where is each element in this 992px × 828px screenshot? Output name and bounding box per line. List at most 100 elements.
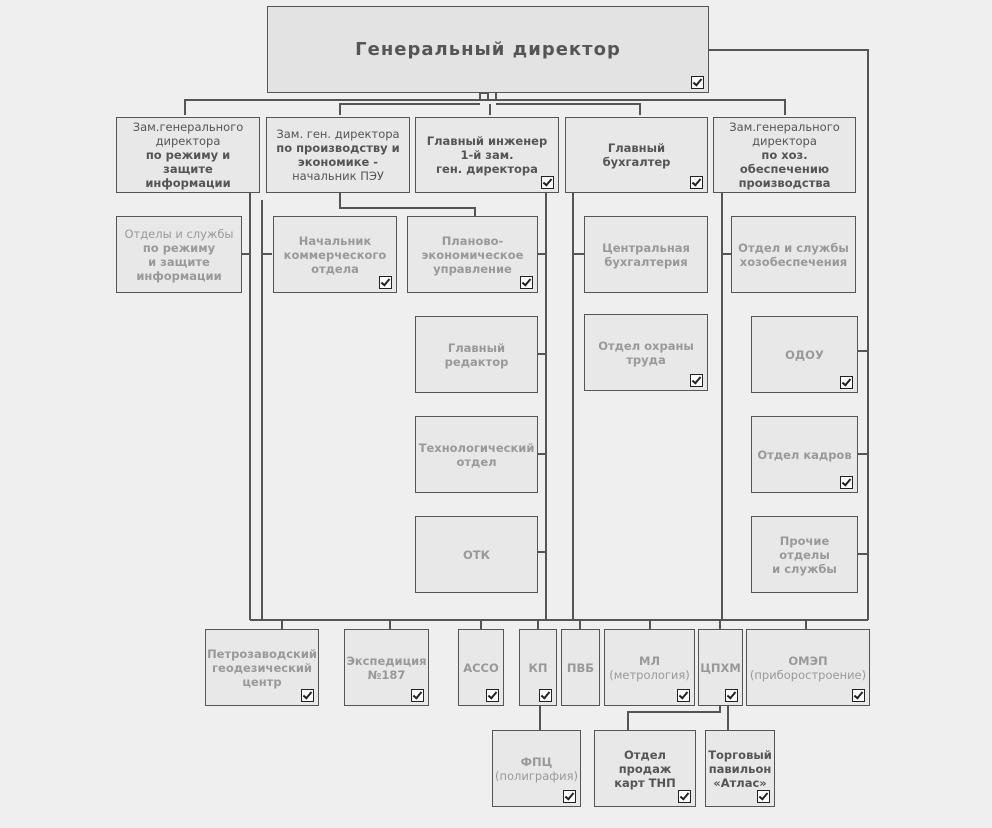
deputy-line: Зам.генерального: [729, 120, 840, 134]
unit-line: карт ТНП: [614, 775, 676, 790]
unit-pvb[interactable]: ПВБ: [561, 629, 600, 706]
unit-line: ОТК: [462, 547, 491, 562]
unit-pgc[interactable]: Петрозаводский геодезический центр: [205, 629, 319, 706]
unit-line: отдел: [456, 454, 497, 469]
checkbox-icon[interactable]: [486, 689, 499, 702]
checkbox-icon[interactable]: [852, 689, 865, 702]
unit-line: информации: [136, 268, 222, 283]
deputy-line: ген. директора: [436, 162, 538, 176]
unit-line: ОМЭП: [788, 653, 828, 668]
deputy-line: экономике -: [297, 155, 379, 169]
unit-cphm[interactable]: ЦПХМ: [698, 629, 743, 706]
unit-expedition[interactable]: Экспедиция №187: [344, 629, 429, 706]
ceo-box[interactable]: Генеральный директор: [267, 6, 709, 93]
checkbox-icon[interactable]: [379, 276, 392, 289]
deputy-line: бухгалтер: [602, 155, 671, 169]
unit-line: по режиму: [142, 240, 216, 255]
unit-line: Петрозаводский: [207, 646, 317, 661]
unit-line: «Атлас»: [713, 775, 767, 790]
checkbox-icon[interactable]: [520, 276, 533, 289]
deputy-chief-accountant[interactable]: Главный бухгалтер: [565, 117, 708, 193]
deputy-production[interactable]: Зам. ген. директора по производству и эк…: [266, 117, 410, 193]
unit-line: Главный: [447, 340, 506, 355]
deputy-line: директора: [752, 134, 817, 148]
deputy-line: по производству и: [276, 141, 400, 155]
checkbox-icon[interactable]: [677, 689, 690, 702]
checkbox-icon[interactable]: [301, 689, 314, 702]
unit-hr[interactable]: Отдел кадров: [751, 416, 858, 493]
deputy-line: информации: [145, 176, 231, 190]
unit-line: Отдел кадров: [757, 447, 852, 462]
unit-line: Отделы и службы: [124, 226, 234, 241]
unit-labor-safety[interactable]: Отдел охраны труда: [584, 314, 708, 391]
unit-central-accounting[interactable]: Центральная бухгалтерия: [584, 216, 708, 293]
unit-line: Центральная: [602, 240, 690, 255]
unit-line: отдела: [311, 261, 359, 276]
checkbox-icon[interactable]: [840, 376, 853, 389]
unit-line: ЦПХМ: [700, 660, 741, 675]
checkbox-icon[interactable]: [691, 76, 704, 89]
deputy-line: начальник ПЭУ: [292, 169, 384, 183]
unit-line: Прочие отделы: [779, 533, 830, 562]
unit-line: Планово-: [441, 233, 504, 248]
checkbox-icon[interactable]: [411, 689, 424, 702]
unit-ml[interactable]: МЛ (метрология): [604, 629, 695, 706]
unit-line: МЛ: [639, 653, 660, 668]
checkbox-icon[interactable]: [690, 176, 703, 189]
unit-line: хозобеспечения: [739, 254, 848, 269]
unit-household[interactable]: Отдел и службы хозобеспечения: [731, 216, 856, 293]
unit-line: и службы: [772, 561, 837, 576]
unit-line: АССО: [463, 660, 499, 675]
unit-line: Отдел продаж: [618, 747, 672, 776]
unit-line: Технологический: [418, 440, 535, 455]
unit-line: Отдел и службы: [738, 240, 849, 255]
checkbox-icon[interactable]: [563, 790, 576, 803]
unit-line: ПВБ: [566, 660, 595, 675]
unit-sales[interactable]: Отдел продаж карт ТНП: [594, 730, 696, 807]
checkbox-icon[interactable]: [541, 176, 554, 189]
unit-omep[interactable]: ОМЭП (приборостроение): [746, 629, 870, 706]
unit-line: геодезический: [212, 660, 312, 675]
unit-line: КП: [528, 660, 548, 675]
unit-chief-editor[interactable]: Главный редактор: [415, 316, 538, 393]
unit-line: бухгалтерия: [604, 254, 688, 269]
unit-commercial[interactable]: Начальник коммерческого отдела: [273, 216, 397, 293]
deputy-line: по режиму и защите: [145, 148, 231, 176]
ceo-title: Генеральный директор: [355, 38, 621, 60]
checkbox-icon[interactable]: [840, 476, 853, 489]
unit-tech-dept[interactable]: Технологический отдел: [415, 416, 538, 493]
unit-line: коммерческого: [283, 247, 387, 262]
unit-security-depts[interactable]: Отделы и службы по режиму и защите инфор…: [116, 216, 242, 293]
unit-asso[interactable]: АССО: [458, 629, 504, 706]
checkbox-icon[interactable]: [539, 689, 552, 702]
deputy-chief-engineer[interactable]: Главный инженер 1-й зам. ген. директора: [415, 117, 559, 193]
unit-line: и защите: [148, 254, 210, 269]
unit-line: Начальник: [298, 233, 372, 248]
deputy-line: Зам.генерального: [132, 120, 244, 134]
unit-other[interactable]: Прочие отделы и службы: [751, 516, 858, 593]
deputy-household[interactable]: Зам.генерального директора по хоз. обесп…: [713, 117, 856, 193]
checkbox-icon[interactable]: [725, 689, 738, 702]
unit-odou[interactable]: ОДОУ: [751, 316, 858, 393]
unit-line: №187: [367, 667, 406, 682]
checkbox-icon[interactable]: [678, 790, 691, 803]
unit-line: экономическое: [421, 247, 524, 262]
unit-planning[interactable]: Планово- экономическое управление: [407, 216, 538, 293]
unit-otk[interactable]: ОТК: [415, 516, 538, 593]
unit-fpc[interactable]: ФПЦ (полиграфия): [492, 730, 581, 807]
unit-line: (полиграфия): [495, 768, 578, 783]
unit-line: управление: [433, 261, 512, 276]
deputy-line: директора: [155, 134, 221, 148]
unit-kp[interactable]: КП: [519, 629, 557, 706]
deputy-security[interactable]: Зам.генерального директора по режиму и з…: [116, 117, 260, 193]
unit-line: труда: [626, 352, 666, 367]
checkbox-icon[interactable]: [757, 790, 770, 803]
deputy-line: 1-й зам.: [460, 148, 514, 162]
checkbox-icon[interactable]: [690, 374, 703, 387]
deputy-line: по хоз. обеспечению: [739, 148, 830, 176]
unit-line: редактор: [444, 354, 509, 369]
unit-pavilion[interactable]: Торговый павильон «Атлас»: [705, 730, 775, 807]
unit-line: центр: [242, 674, 282, 689]
unit-line: павильон: [708, 761, 772, 776]
